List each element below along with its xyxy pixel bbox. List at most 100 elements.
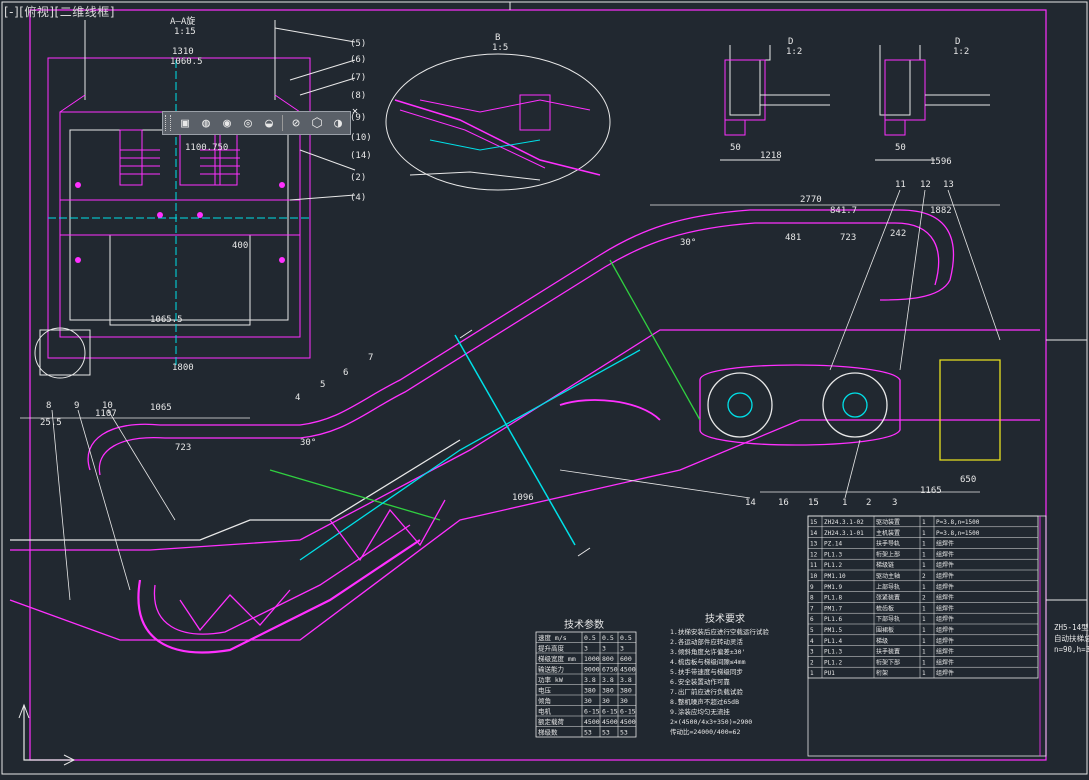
tech-param-cell: 6750 xyxy=(602,666,618,674)
dim-841: 841.7 xyxy=(830,206,857,216)
bom-cell: 组焊件 xyxy=(936,594,954,602)
balloon-9: (9) xyxy=(350,113,366,123)
sphere-top-icon[interactable]: ◎ xyxy=(244,115,252,131)
sphere-side-icon[interactable]: ◒ xyxy=(265,115,273,131)
dim-angle-top: 30° xyxy=(680,238,696,248)
bom-cell: 15 xyxy=(810,519,818,526)
bom-cell: 5 xyxy=(810,627,814,634)
dim-1096: 1096 xyxy=(512,493,534,503)
bom-cell: 梯级链 xyxy=(876,561,894,569)
bom-cell: 张紧装置 xyxy=(876,594,900,602)
balloon-12: 12 xyxy=(920,180,931,190)
toolbar-close-icon[interactable]: ✕ xyxy=(351,106,358,117)
detail-d1-dim-a: 50 xyxy=(730,143,741,153)
bom-cell: 1 xyxy=(922,519,926,526)
tech-param-cell: 3 xyxy=(602,645,606,653)
dim-1882: 1882 xyxy=(930,206,952,216)
bom-cell: 1 xyxy=(922,530,926,537)
bom-cell: PL1.4 xyxy=(824,638,842,645)
tech-param-cell: 30 xyxy=(602,697,610,705)
detail-b-scale: 1:5 xyxy=(492,43,508,53)
dim-481: 481 xyxy=(785,233,801,243)
detail-d2-dim-b: 1596 xyxy=(930,157,952,167)
tech-param-cell: 3.8 xyxy=(620,676,632,684)
detail-d2-title: D xyxy=(955,37,960,47)
sphere-front-icon[interactable]: ◉ xyxy=(223,115,231,131)
tech-param-cell: 4500 xyxy=(584,718,600,726)
tech-requirements: 1.扶梯安装后应进行空载运行试验2.各运动部件应转动灵活3.倾斜角度允许偏差±3… xyxy=(670,627,769,736)
bom-cell: 1 xyxy=(922,638,926,645)
toolbar-separator xyxy=(282,115,283,131)
balloon-14-main: 14 xyxy=(745,498,756,508)
viewport-label[interactable]: [-][俯视][二维线框] xyxy=(4,5,115,19)
tech-req-title: 技术要求 xyxy=(705,612,745,625)
tech-req-line: 2.各运动部件应转动灵活 xyxy=(670,637,743,646)
bom-cell: ZH24.3.1-01 xyxy=(824,530,864,537)
view-cube-icon[interactable]: ▣ xyxy=(181,115,189,131)
tech-param-cell: 30 xyxy=(584,697,592,705)
detail-d1-scale: 1:2 xyxy=(786,47,802,57)
balloon-4: (4) xyxy=(350,193,366,203)
bom-cell: 2 xyxy=(810,659,814,666)
bom-cell: 组焊件 xyxy=(936,669,954,677)
bom-cell: 组焊件 xyxy=(936,648,954,656)
shade-icon[interactable]: ⊘ xyxy=(292,115,300,131)
bom-cell: PZ.14 xyxy=(824,541,842,548)
detail-d2-scale: 1:2 xyxy=(953,47,969,57)
bom-cell: PL1.8 xyxy=(824,595,842,602)
dim-1065: 1065.5 xyxy=(150,315,183,325)
bom-cell: PU1 xyxy=(824,670,835,677)
tech-req-line: 8.整机噪声不超过65dB xyxy=(670,697,739,706)
balloon-15-main: 15 xyxy=(808,498,819,508)
bom-cell: 11 xyxy=(810,562,818,569)
dim-1100: 1100.750 xyxy=(185,143,228,153)
tech-req-line: 9.涂装应均匀无流挂 xyxy=(670,707,730,716)
tech-param-cell: 380 xyxy=(620,687,632,695)
tech-param-cell: 4500 xyxy=(620,718,636,726)
sphere-view-icon[interactable]: ◍ xyxy=(202,115,210,131)
tech-req-line: 5.扶手带速度与梯级同步 xyxy=(670,667,743,676)
box-view-icon[interactable]: ⬡ xyxy=(311,115,323,131)
detail-d1-dim-b: 1218 xyxy=(760,151,782,161)
tech-param-cell: 0.5 xyxy=(584,634,596,642)
dim-723-main: 723 xyxy=(175,443,191,453)
detail-d-labels: D 1:2 50 1218 D 1:2 50 1596 xyxy=(730,37,969,167)
dim-400: 400 xyxy=(232,241,248,251)
bom-cell: 6 xyxy=(810,616,814,623)
bom-cell: 1 xyxy=(922,551,926,558)
bom-cell: 1 xyxy=(922,541,926,548)
bom-cell: 组焊件 xyxy=(936,637,954,645)
bom-side-note: ZH5-14型 自动扶梯总装 n=90,h=3/4 xyxy=(1054,623,1089,654)
tech-params-title: 技术参数 xyxy=(564,618,604,631)
bom-cell: 1 xyxy=(922,605,926,612)
bom-cell: PL1.6 xyxy=(824,616,842,623)
bom-cell: 10 xyxy=(810,573,818,580)
bom-cell: 12 xyxy=(810,551,818,558)
bom-cell: P=3.8,n=1500 xyxy=(936,530,980,537)
tech-param-cell: 3.8 xyxy=(584,676,596,684)
tech-param-cell: 4500 xyxy=(602,718,618,726)
bom-cell: 组焊件 xyxy=(936,583,954,591)
close-view-icon[interactable]: ◑ xyxy=(334,115,342,131)
bom-cell: 14 xyxy=(810,530,818,537)
balloon-14: (14) xyxy=(350,151,372,161)
balloon-4-main: 4 xyxy=(295,393,300,403)
bom-cell: 7 xyxy=(810,605,814,612)
balloon-8-main: 8 xyxy=(46,401,51,411)
tech-param-cell: 0.5 xyxy=(620,634,632,642)
tech-param-cell: 3 xyxy=(620,645,624,653)
bom-cell: 1 xyxy=(922,627,926,634)
bom-cell: 桁架 xyxy=(876,669,888,677)
toolbar-grip[interactable] xyxy=(165,115,171,131)
bom-cell: PM1.9 xyxy=(824,584,842,591)
bom-cell: 1 xyxy=(922,562,926,569)
balloon-2: (2) xyxy=(350,173,366,183)
tech-req-line: 2×(4500/4x3+350)=2900 xyxy=(670,718,752,726)
tech-param-cell: 倾角 xyxy=(538,696,551,705)
view-toolbar[interactable]: ▣ ◍ ◉ ◎ ◒ ⊘ ⬡ ◑ ✕ xyxy=(162,106,358,135)
balloon-8: (8) xyxy=(350,91,366,101)
section-aa-scale: 1:15 xyxy=(174,27,196,37)
tech-param-cell: 电机 xyxy=(538,707,552,716)
